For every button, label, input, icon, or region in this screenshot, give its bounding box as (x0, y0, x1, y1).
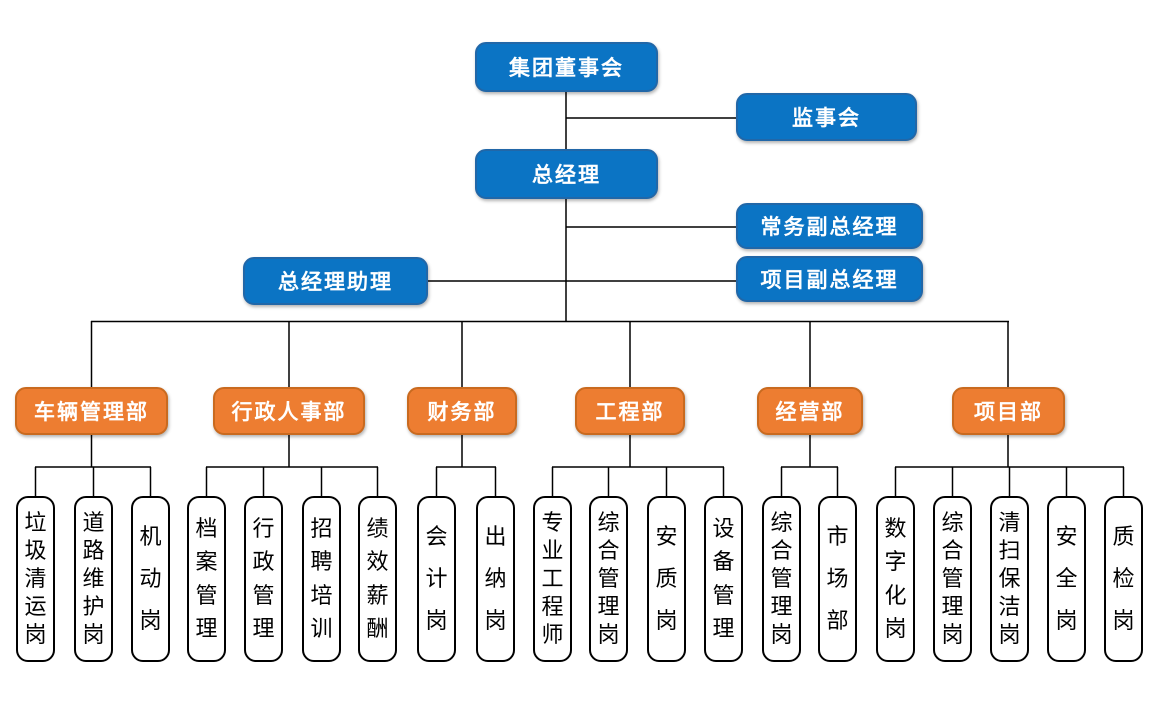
node-gm-assistant: 总经理助理 (243, 257, 428, 305)
node-general-manager: 总经理 (475, 149, 658, 199)
post-node: 绩效薪酬 (358, 496, 397, 662)
post-node: 安质岗 (647, 496, 686, 662)
post-node: 道路维护岗 (74, 496, 113, 662)
post-node: 综合管理岗 (589, 496, 628, 662)
post-node: 综合管理岗 (762, 496, 801, 662)
node-exec-deputy-gm: 常务副总经理 (736, 203, 923, 249)
post-node: 安全岗 (1047, 496, 1086, 662)
post-node: 机动岗 (131, 496, 170, 662)
post-node: 专业工程师 (533, 496, 572, 662)
node-project-deputy-gm: 项目副总经理 (736, 256, 923, 302)
node-supervisory-board: 监事会 (736, 93, 917, 141)
post-node: 清扫保洁岗 (990, 496, 1029, 662)
node-dept-project: 项目部 (952, 387, 1065, 435)
node-dept-operations: 经营部 (757, 387, 863, 435)
post-node: 设备管理 (704, 496, 743, 662)
node-group-board: 集团董事会 (475, 42, 658, 92)
post-node: 质检岗 (1104, 496, 1143, 662)
node-dept-engineering: 工程部 (575, 387, 685, 435)
node-dept-vehicle-management: 车辆管理部 (15, 387, 168, 435)
post-node: 垃圾清运岗 (16, 496, 55, 662)
post-node: 招聘培训 (302, 496, 341, 662)
node-dept-finance: 财务部 (407, 387, 517, 435)
post-node: 数字化岗 (876, 496, 915, 662)
post-node: 行政管理 (244, 496, 283, 662)
post-node: 市场部 (818, 496, 857, 662)
node-dept-hr-admin: 行政人事部 (213, 387, 365, 435)
post-node: 出纳岗 (476, 496, 515, 662)
post-node: 会计岗 (417, 496, 456, 662)
post-node: 档案管理 (187, 496, 226, 662)
post-node: 综合管理岗 (933, 496, 972, 662)
